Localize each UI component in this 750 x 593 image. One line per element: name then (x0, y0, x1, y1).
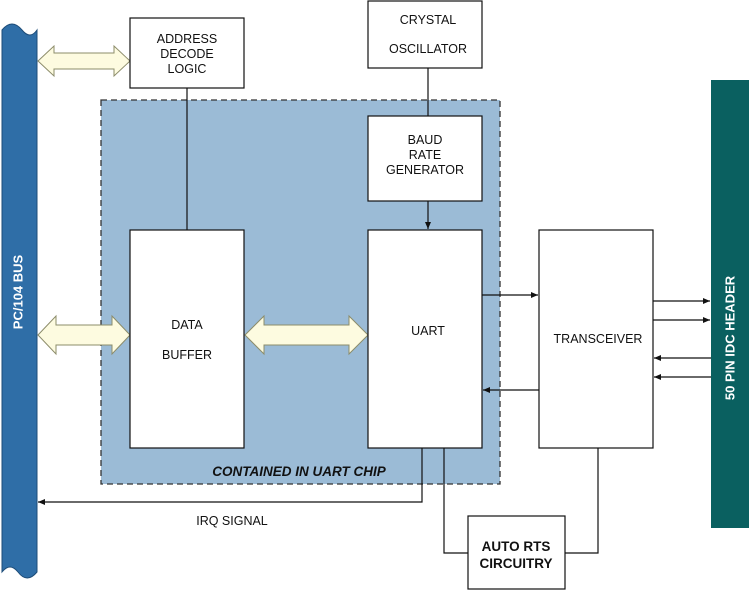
crystal-oscillator-line-2: OSCILLATOR (389, 42, 467, 56)
transceiver-to-auto-rts-line (565, 448, 599, 554)
baud-rate-generator-block: BAUD RATE GENERATOR (367, 115, 483, 202)
address-decode-line-2: DECODE (160, 47, 213, 61)
connections (38, 68, 711, 554)
transceiver-block: TRANSCEIVER (538, 229, 654, 449)
auto-rts-circuitry-block: AUTO RTS CIRCUITRY (467, 515, 566, 590)
data-buffer-line-1: DATA (171, 318, 203, 332)
irq-signal-label: IRQ SIGNAL (196, 514, 268, 528)
baud-rate-line-1: BAUD (408, 133, 443, 147)
address-decode-logic-block: ADDRESS DECODE LOGIC (129, 17, 245, 89)
baud-rate-line-3: GENERATOR (386, 163, 464, 177)
crystal-oscillator-line-1: CRYSTAL (400, 13, 457, 27)
transceiver-label: TRANSCEIVER (554, 332, 643, 346)
baud-rate-line-2: RATE (409, 148, 441, 162)
address-decode-line-1: ADDRESS (157, 32, 217, 46)
uart-to-auto-rts-line (443, 448, 468, 554)
pc104-bus: PC/104 BUS (1, 23, 38, 579)
address-decode-line-3: LOGIC (168, 62, 207, 76)
idc-header: 50 PIN IDC HEADER (711, 80, 749, 528)
data-buffer-block: DATA BUFFER (129, 229, 245, 449)
crystal-oscillator-block: CRYSTAL OSCILLATOR (367, 0, 483, 69)
irq-signal-arrow (38, 448, 423, 505)
bus-data-double-arrow (37, 314, 131, 356)
idc-header-label: 50 PIN IDC HEADER (722, 275, 737, 400)
auto-rts-line-1: AUTO RTS (482, 539, 551, 554)
uart-chip-caption: CONTAINED IN UART CHIP (212, 464, 386, 479)
pc104-bus-label: PC/104 BUS (10, 254, 25, 329)
data-buffer-line-2: BUFFER (162, 348, 212, 362)
auto-rts-line-2: CIRCUITRY (480, 556, 553, 571)
uart-label: UART (411, 324, 445, 338)
uart-block: UART (367, 229, 483, 449)
bus-address-double-arrow (37, 44, 131, 78)
